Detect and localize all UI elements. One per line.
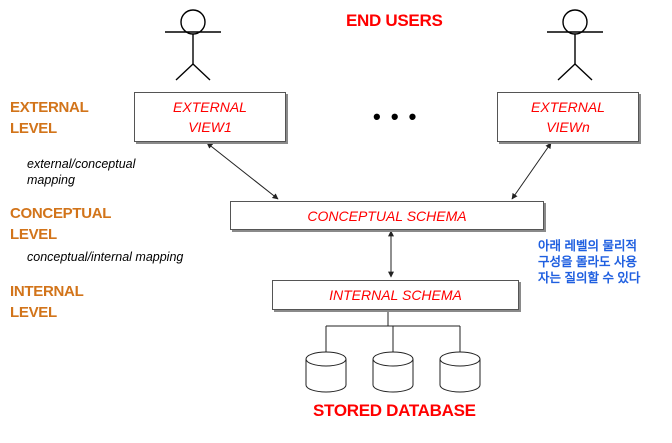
- conceptual-internal-mapping-label: conceptual/internal mapping: [27, 250, 184, 264]
- end-users-title: END USERS: [346, 11, 443, 30]
- arrow-viewn-to-conceptual: [511, 142, 552, 200]
- conceptual-schema-box: CONCEPTUAL SCHEMA: [230, 201, 544, 230]
- end-user-figure-left: [165, 9, 221, 81]
- disk-icon: [372, 351, 414, 393]
- internal-level-label: INTERNAL LEVEL: [10, 283, 84, 321]
- disk-icon: [439, 351, 481, 393]
- external-conceptual-mapping-label: external/conceptual mapping: [27, 157, 136, 187]
- internal-schema-box: INTERNAL SCHEMA: [272, 280, 519, 310]
- ellipsis-dots: • • •: [373, 104, 419, 129]
- arrow-view1-to-conceptual: [206, 142, 279, 200]
- external-view-1-box: EXTERNAL VIEW1: [134, 92, 286, 142]
- storage-connectors: [325, 311, 461, 352]
- end-user-figure-right: [547, 9, 603, 81]
- physical-independence-note: 아래 레벨의 물리적 구성을 몰라도 사용 자는 질의할 수 있다: [538, 239, 641, 285]
- external-view-n-box: EXTERNAL VIEWn: [497, 92, 639, 142]
- conceptual-level-label: CONCEPTUAL LEVEL: [10, 205, 112, 243]
- external-level-label: EXTERNAL LEVEL: [10, 99, 89, 137]
- disk-icon: [305, 351, 347, 393]
- stored-database-title: STORED DATABASE: [313, 401, 476, 420]
